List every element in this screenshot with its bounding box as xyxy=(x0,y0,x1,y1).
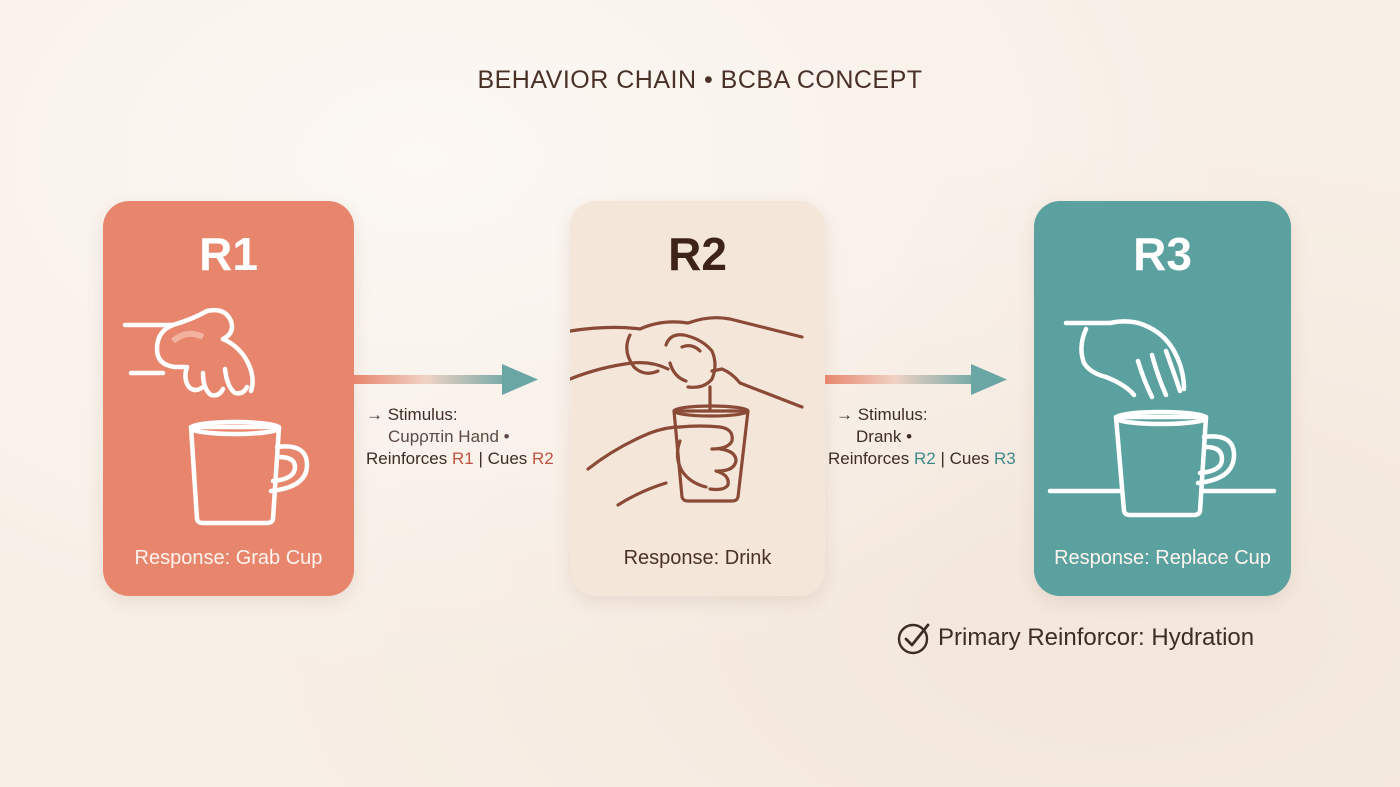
arrow-r2-to-r3 xyxy=(825,364,1007,395)
link-2-stimulus: → Stimulus: xyxy=(836,405,928,424)
hand-grabbing-mug-icon xyxy=(122,307,310,526)
link-2-reinforce-line: Reinforces R2 | Cues R3 xyxy=(828,449,1016,468)
arrow-r1-to-r2 xyxy=(354,364,538,395)
card-r1: R1 Response: Grab Cup xyxy=(103,201,354,596)
diagram-title: BEHAVIOR CHAIN • BCBA CONCEPT xyxy=(477,66,923,94)
link-2-detail: Drank • xyxy=(856,427,913,446)
primary-reinforcer-text: Primary Reinforcor: Hydration xyxy=(938,624,1255,651)
card-r3: R3 Response: Replace Cup xyxy=(1034,201,1291,596)
hands-holding-cup-icon xyxy=(570,316,804,507)
card-r2: R2 Response: Drink xyxy=(570,201,825,596)
card-r2-title: R2 xyxy=(668,228,727,280)
link-label-1: → Stimulus: Cupρπin Hand • Reinforces R1… xyxy=(366,404,554,470)
card-r2-response: Response: Drink xyxy=(623,547,772,569)
card-r1-title: R1 xyxy=(199,228,258,280)
primary-reinforcer-note: Primary Reinforcor: Hydration xyxy=(896,620,1254,656)
link-label-2: → Stimulus: Drank • Reinforces R2 | Cues… xyxy=(828,404,1016,470)
link-1-detail: Cupρπin Hand • xyxy=(388,427,510,446)
check-circle-icon xyxy=(897,623,930,655)
card-r3-title: R3 xyxy=(1133,228,1192,280)
card-r1-response: Response: Grab Cup xyxy=(134,547,323,569)
hand-placing-mug-icon xyxy=(1047,319,1277,518)
link-1-stimulus: → Stimulus: xyxy=(366,405,458,424)
card-r3-response: Response: Replace Cup xyxy=(1054,547,1271,569)
link-1-reinforce-line: Reinforces R1 | Cues R2 xyxy=(366,449,554,468)
